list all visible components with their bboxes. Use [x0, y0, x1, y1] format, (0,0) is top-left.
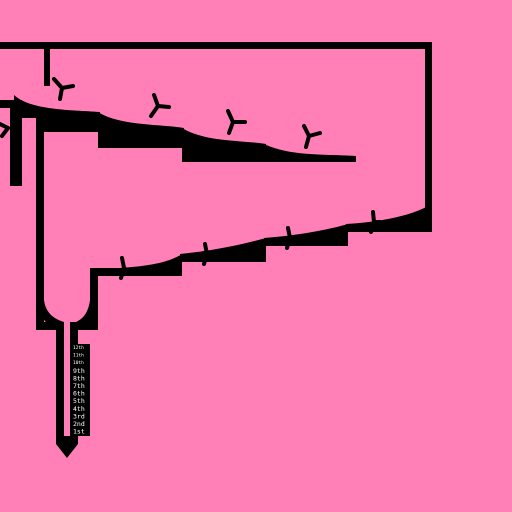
floor-label: 2nd — [73, 420, 85, 428]
outer-frame — [0, 42, 432, 232]
spinner-5 — [0, 122, 10, 138]
floor-label: 9th — [73, 367, 85, 375]
floor-label: 6th — [73, 390, 85, 398]
floor-indicator-panel — [70, 344, 90, 436]
left-ledge — [0, 100, 22, 108]
spinner-4 — [302, 124, 322, 149]
spinner-3 — [226, 109, 247, 135]
upper-deck — [14, 95, 356, 162]
floor-label: 8th — [73, 374, 85, 382]
hanger-post — [44, 46, 50, 86]
lower-deck — [90, 206, 432, 276]
upper-deck-segment-4 — [264, 144, 356, 162]
spinner-1 — [52, 77, 75, 101]
floor-label: 12th — [73, 345, 84, 351]
shaft-spike — [56, 444, 78, 458]
floor-label: 4th — [73, 405, 85, 413]
upper-deck-segment-3 — [182, 128, 266, 162]
right-wall — [425, 42, 432, 232]
floor-label: 1st — [73, 428, 85, 436]
spinner-6 — [119, 256, 132, 280]
floor-label: 10th — [73, 360, 84, 366]
spinner-9 — [369, 210, 382, 234]
upper-deck-segment-1 — [14, 95, 100, 132]
column-funnel-right — [76, 300, 98, 330]
column-left-wall — [36, 118, 44, 330]
floor-label: 7th — [73, 382, 85, 390]
spinners — [0, 77, 382, 280]
lower-deck-segment-4 — [346, 206, 432, 232]
lower-deck-segment-1 — [90, 254, 182, 276]
spinner-2 — [149, 93, 171, 118]
top-beam — [0, 42, 432, 49]
lower-deck-segment-3 — [264, 224, 348, 246]
spinner-7 — [202, 242, 215, 266]
spinner-8 — [285, 226, 298, 250]
floor-label: 5th — [73, 397, 85, 405]
lower-deck-segment-2 — [180, 238, 266, 262]
shaft-floor — [56, 436, 78, 444]
floor-label: 11th — [73, 353, 84, 359]
shaft-left-wall — [56, 322, 64, 444]
floor-label: 3rd — [73, 412, 85, 420]
left-block-gap — [0, 120, 10, 180]
upper-deck-segment-2 — [98, 112, 184, 148]
left-block — [10, 108, 22, 186]
